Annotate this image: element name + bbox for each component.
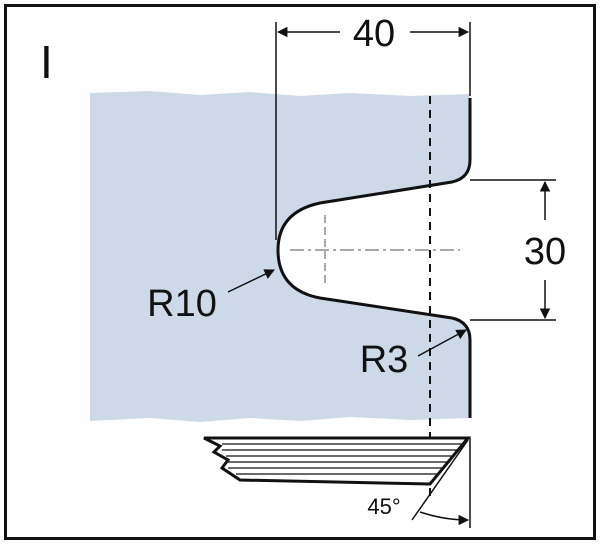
r10-leader	[227, 269, 275, 293]
view-label: I	[40, 36, 53, 88]
angle-ext-slant	[411, 439, 469, 521]
top-break-line	[89, 88, 471, 97]
tool-hatch	[222, 443, 462, 475]
angle-label: 45°	[367, 494, 400, 519]
r10-label: R10	[147, 283, 217, 325]
dim-30-label: 30	[524, 231, 566, 273]
angle-arc	[419, 511, 470, 526]
groove-profile-outline	[276, 98, 472, 418]
dim-40-label: 40	[353, 13, 395, 55]
tool-body	[203, 436, 472, 486]
workpiece-body	[90, 90, 470, 422]
r3-label: R3	[360, 339, 409, 381]
r3-leader	[417, 329, 467, 357]
